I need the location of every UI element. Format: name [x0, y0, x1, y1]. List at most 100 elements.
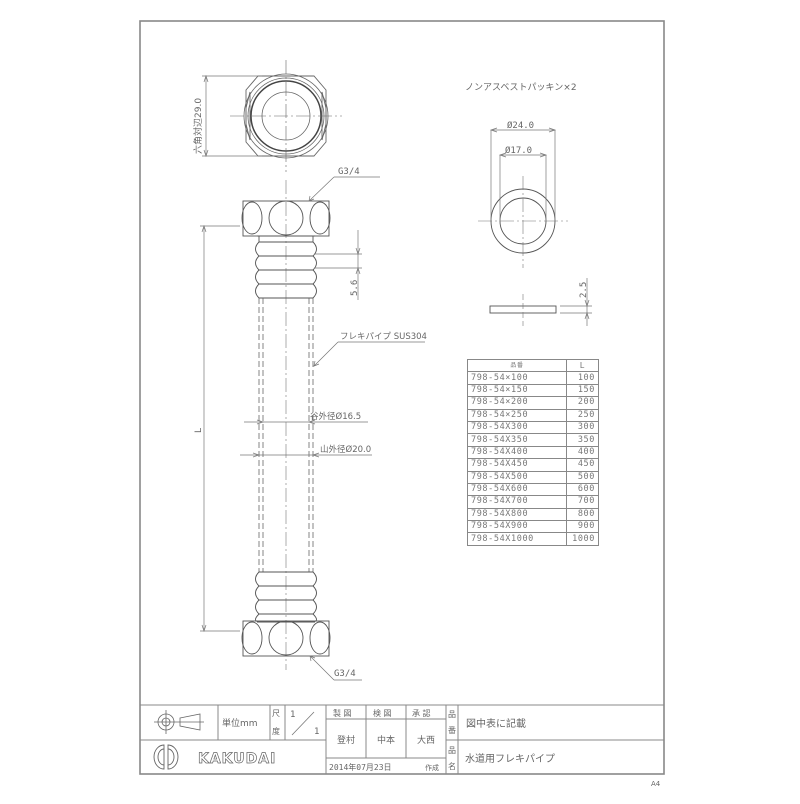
bottom-corrugations: [255, 571, 317, 623]
part-length: 1000: [566, 532, 599, 546]
drafted-by: 登村: [337, 734, 355, 746]
bottom-nut: [241, 620, 331, 657]
hex-dimension-label: 六角対辺29.0: [192, 98, 204, 154]
scale-label-2: 度: [272, 726, 280, 736]
part-length: 100: [566, 371, 599, 385]
hex-dimension: [202, 74, 262, 158]
created-label: 作成: [425, 763, 439, 772]
part-code: 798-54X350: [467, 433, 567, 447]
top-corrugations: [255, 241, 317, 299]
part-code: 798-54X900: [467, 520, 567, 534]
scale-divider: [291, 711, 315, 736]
part-length: 900: [566, 520, 599, 534]
part-length: 400: [566, 445, 599, 460]
part-code: 798-54X300: [467, 420, 567, 435]
part-code: 798-54X500: [467, 470, 567, 484]
gasket-top-view: [478, 176, 568, 268]
part-no-label-2: 番: [448, 725, 456, 735]
scale-numerator: 1: [290, 710, 295, 720]
drawing-date: 2014年07月23日: [329, 762, 392, 772]
gasket-inner-diameter-label: Ø17.0: [505, 145, 532, 156]
part-code: 798-54X1000: [467, 532, 567, 546]
pipe-material-label: フレキパイプ SUS304: [340, 332, 427, 342]
part-name-label-2: 名: [448, 761, 456, 771]
valley-diameter-label: 谷外径Ø16.5: [310, 411, 361, 422]
top-nut: [241, 200, 331, 242]
projection-symbol-icon: [154, 710, 204, 734]
pitch-label: 5.6: [350, 280, 360, 296]
approved-by: 大西: [417, 734, 435, 746]
length-dimension: [200, 224, 240, 633]
part-code: 798-54X800: [467, 507, 567, 522]
part-name-label-1: 品: [448, 746, 456, 755]
part-code: 798-54×250: [467, 408, 567, 422]
part-name-value: 水道用フレキパイプ: [465, 752, 555, 765]
part-code: 798-54X450: [467, 458, 567, 472]
peak-diameter-label: 山外径Ø20.0: [320, 444, 371, 455]
thread-top-leader: [308, 176, 380, 202]
header-code: 品番: [467, 358, 567, 373]
brand-logo-text: KAKUDAI: [198, 751, 276, 767]
material-leader: [313, 341, 425, 367]
table-header-row: 品番 L: [467, 358, 599, 373]
gasket-thickness-dimension: [560, 278, 592, 326]
part-length: 200: [566, 396, 599, 410]
drafted-header: 製 図: [333, 708, 352, 718]
part-length: 500: [566, 470, 599, 484]
gasket-side-view: [489, 294, 557, 326]
part-code: 798-54×100: [467, 371, 567, 385]
kakudai-logo-icon: [153, 744, 179, 770]
unit-label: 単位mm: [222, 717, 258, 729]
drawing-frame: [139, 20, 665, 775]
paper-size-label: A4: [651, 780, 661, 788]
checked-header: 検 図: [373, 708, 392, 718]
gasket-diameter-dimensions: [489, 127, 557, 221]
part-code: 798-54X600: [467, 482, 567, 497]
part-length: 300: [566, 420, 599, 435]
part-length: 450: [566, 458, 599, 472]
approved-header: 承 認: [412, 708, 431, 718]
part-length: 600: [566, 482, 599, 497]
part-no-label-1: 品: [448, 710, 456, 719]
thread-bottom-label: G3/4: [334, 669, 356, 679]
part-no-value: 図中表に記載: [466, 717, 526, 730]
scale-label-1: 尺: [272, 709, 280, 718]
pitch-dimension: [314, 230, 362, 300]
thread-bottom-leader: [309, 655, 362, 681]
part-length: 800: [566, 507, 599, 522]
part-code: 798-54×150: [467, 383, 567, 398]
part-length: 250: [566, 408, 599, 422]
part-code: 798-54×200: [467, 396, 567, 410]
pipe-body: [258, 298, 314, 572]
gasket-thickness-label: 2.5: [579, 282, 589, 298]
part-length: 350: [566, 433, 599, 447]
thread-top-label: G3/4: [338, 167, 360, 177]
scale-denominator: 1: [314, 727, 319, 737]
part-code: 798-54X700: [467, 495, 567, 509]
header-length: L: [566, 358, 599, 373]
checked-by: 中本: [377, 734, 395, 746]
hex-nut-top-view: [230, 60, 342, 172]
peak-diameter-dimension: [240, 452, 372, 458]
gasket-outer-diameter-label: Ø24.0: [507, 120, 534, 131]
length-label: L: [194, 428, 204, 433]
part-length: 150: [566, 383, 599, 398]
valley-diameter-dimension: [244, 419, 368, 425]
part-code: 798-54X400: [467, 445, 567, 460]
